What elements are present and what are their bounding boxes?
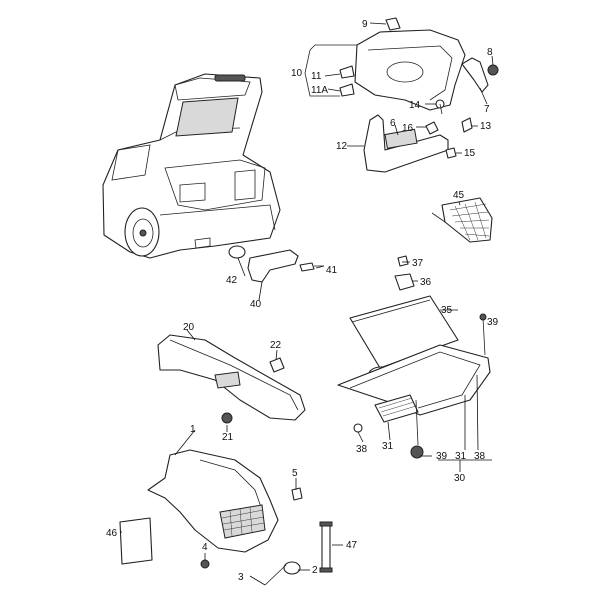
callout-39-top: 39 bbox=[487, 317, 499, 328]
callout-41: 41 bbox=[326, 265, 338, 276]
mat-46 bbox=[119, 517, 153, 565]
callout-39-bottom: 39 bbox=[436, 451, 448, 462]
rod-47 bbox=[319, 521, 333, 573]
leader-lines bbox=[120, 22, 494, 586]
callout-16: 16 bbox=[402, 123, 414, 134]
callout-45: 45 bbox=[453, 190, 465, 201]
callout-42: 42 bbox=[226, 275, 238, 286]
callout-46: 46 bbox=[106, 528, 118, 539]
callout-15: 15 bbox=[464, 148, 476, 159]
callout-31-left: 31 bbox=[382, 441, 394, 452]
callout-47: 47 bbox=[346, 540, 358, 551]
callout-3: 3 bbox=[238, 572, 244, 583]
callout-7: 7 bbox=[484, 104, 490, 115]
cargo-net-45 bbox=[431, 197, 493, 243]
callout-36: 36 bbox=[420, 277, 432, 288]
callout-40: 40 bbox=[250, 299, 262, 310]
callout-11a: 11A bbox=[311, 85, 328, 96]
callout-35: 35 bbox=[441, 305, 453, 316]
callout-10: 10 bbox=[291, 68, 303, 79]
callout-38-bottom: 38 bbox=[474, 451, 486, 462]
callout-20: 20 bbox=[183, 322, 195, 333]
callout-12: 12 bbox=[336, 141, 348, 152]
callout-37: 37 bbox=[412, 258, 424, 269]
callout-2: 2 bbox=[312, 565, 318, 576]
side-trim-1 bbox=[147, 449, 303, 586]
car-illustration bbox=[102, 73, 281, 259]
callout-22: 22 bbox=[270, 340, 282, 351]
callout-9: 9 bbox=[362, 19, 368, 30]
parcel-shelf-30 bbox=[337, 255, 491, 459]
callout-8: 8 bbox=[487, 47, 493, 58]
callout-5: 5 bbox=[292, 468, 298, 479]
callout-31-bottom: 31 bbox=[455, 451, 467, 462]
callout-38-left: 38 bbox=[356, 444, 368, 455]
callout-4: 4 bbox=[202, 542, 208, 553]
callout-21: 21 bbox=[222, 432, 234, 443]
callout-14: 14 bbox=[409, 100, 421, 111]
handle-40 bbox=[228, 245, 324, 283]
trim-panel-20 bbox=[157, 334, 306, 424]
callout-13: 13 bbox=[480, 121, 492, 132]
callout-6: 6 bbox=[390, 118, 396, 129]
callout-labels: 9 8 10 11 11A 7 14 6 16 13 12 15 45 41 4… bbox=[106, 19, 499, 583]
callout-1: 1 bbox=[190, 424, 196, 435]
callout-11: 11 bbox=[311, 71, 322, 82]
trunk-lid-trim bbox=[304, 17, 499, 173]
callout-30: 30 bbox=[454, 473, 466, 484]
